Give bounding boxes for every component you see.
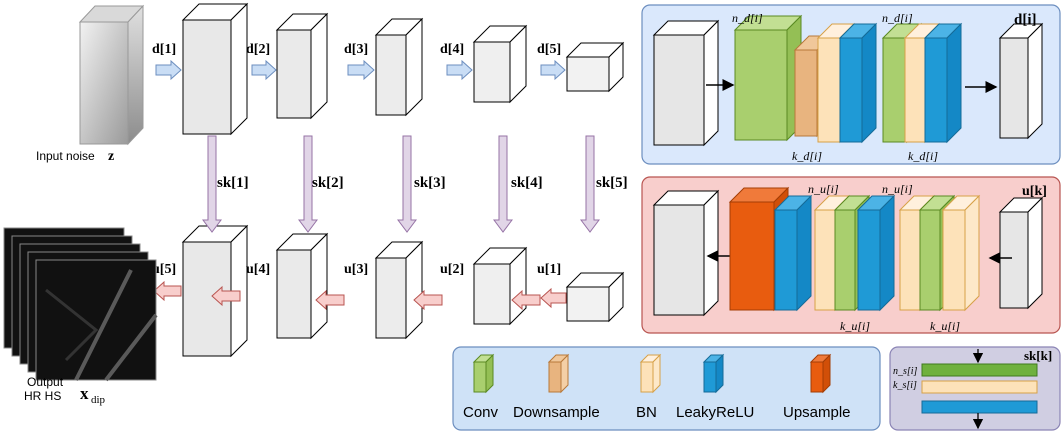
- down-kd-label-1: k_d[i]: [792, 149, 822, 163]
- down-kd-label-2: k_d[i]: [908, 149, 938, 163]
- output-hs-image-stack: [3, 227, 158, 382]
- up-arrow-4: [511, 289, 541, 311]
- decoder-block-1: [565, 271, 625, 323]
- encoder-block-1: [181, 2, 249, 136]
- legend-panel: Conv Downsample BN LeakyReLU Upsample: [452, 346, 881, 431]
- decoder-block-3: [374, 240, 424, 340]
- output-label-line1: Output: [27, 375, 64, 389]
- decoder-block-4: [275, 232, 329, 340]
- down-detail-conv-1: [733, 14, 803, 142]
- up-label-1: u[1]: [537, 262, 561, 277]
- up-detail-input: [998, 196, 1044, 310]
- up-detail-output: [652, 189, 720, 317]
- down-detail-input: [652, 19, 720, 147]
- decoder-block-2: [472, 246, 528, 326]
- up-arrow-5: [540, 287, 567, 309]
- down-arrow-4: [446, 59, 473, 81]
- skip-label-2: sk[2]: [312, 175, 344, 191]
- encoder-block-5: [565, 41, 625, 93]
- legend-icon-downsample: [547, 353, 570, 394]
- down-arrow-2: [251, 59, 277, 81]
- up-arrow-2: [315, 289, 345, 311]
- down-label-4: d[4]: [440, 42, 464, 57]
- encoder-blocks: [181, 2, 625, 136]
- skip-label-1: sk[1]: [217, 175, 249, 191]
- input-noise-label: Input noise: [36, 149, 95, 163]
- legend-label-upsample: Upsample: [783, 404, 851, 421]
- up-label-5: u[5]: [152, 262, 176, 277]
- skip-ns-label: n_s[i]: [893, 366, 918, 377]
- down-label-1: d[1]: [152, 42, 176, 57]
- encoder-block-3: [374, 17, 424, 117]
- up-nu-label-2: n_u[i]: [882, 182, 913, 196]
- up-detail-bn-3: [941, 194, 981, 312]
- skip-arrow-5: [580, 135, 600, 233]
- legend-icon-bn: [639, 353, 662, 394]
- input-noise-cube: [78, 4, 145, 146]
- encoder-block-4: [472, 24, 528, 104]
- down-label-2: d[2]: [246, 42, 270, 57]
- skip-label-4: sk[4]: [511, 175, 543, 191]
- down-arrow-3: [347, 59, 375, 81]
- up-block-panel: u[k] n_u[i] n_u[i] k_u[i] k_u[i]: [641, 176, 1061, 334]
- up-label-2: u[2]: [440, 262, 464, 277]
- skip-block-panel: sk[k] n_s[i] k_s[i]: [889, 346, 1061, 431]
- legend-icon-upsample: [809, 353, 832, 394]
- down-detail-lrelu-1: [838, 22, 878, 144]
- output-arrow: [153, 280, 182, 302]
- down-nd-label-2: n_d[i]: [882, 11, 913, 25]
- legend-label-bn: BN: [636, 404, 657, 421]
- skip-arrow-4: [493, 135, 513, 233]
- down-label-3: d[3]: [344, 42, 368, 57]
- up-ku-label-1: k_u[i]: [840, 319, 870, 333]
- down-block-title: d[i]: [1014, 12, 1037, 28]
- up-detail-lrelu-1: [773, 194, 813, 312]
- up-label-3: u[3]: [344, 262, 368, 277]
- skip-arrow-2: [298, 135, 318, 233]
- skip-label-5: sk[5]: [596, 175, 628, 191]
- encoder-block-2: [275, 12, 329, 120]
- down-arrow-5: [540, 59, 566, 81]
- legend-label-downsample: Downsample: [513, 404, 600, 421]
- skip-ks-label: k_s[i]: [893, 380, 917, 391]
- up-arrow-3: [413, 289, 443, 311]
- input-noise-symbol: z: [108, 149, 114, 164]
- down-label-5: d[5]: [537, 42, 561, 57]
- down-block-panel: d[i] n_d[i] n_d[i] k_d[i] k_d[i]: [641, 4, 1061, 165]
- skip-block-title: sk[k]: [1024, 348, 1052, 363]
- skip-arrow-3: [397, 135, 417, 233]
- up-label-4: u[4]: [246, 262, 270, 277]
- output-label-line2: HR HS: [24, 389, 61, 403]
- up-detail-lrelu-2: [856, 194, 896, 312]
- legend-label-conv: Conv: [463, 404, 499, 421]
- decoder-blocks: [181, 224, 625, 358]
- up-ku-label-2: k_u[i]: [930, 319, 960, 333]
- flow-arrows: [153, 59, 600, 311]
- skip-label-3: sk[3]: [414, 175, 446, 191]
- up-arrow-1: [211, 285, 241, 307]
- output-hs-band-5: [35, 259, 158, 382]
- down-nd-label-1: n_d[i]: [732, 11, 763, 25]
- legend-label-leakyrelu: LeakyReLU: [676, 404, 754, 421]
- output-symbol: x: [80, 384, 89, 403]
- up-nu-label-1: n_u[i]: [808, 182, 839, 196]
- down-detail-lrelu-2: [923, 22, 963, 144]
- legend-icon-conv: [472, 353, 495, 394]
- up-block-title: u[k]: [1022, 184, 1047, 199]
- down-detail-output: [998, 22, 1044, 140]
- skip-arrow-1: [202, 135, 222, 233]
- output-subscript: dip: [91, 394, 106, 406]
- down-arrow-1: [155, 59, 182, 81]
- legend-icon-leakyrelu: [702, 353, 725, 394]
